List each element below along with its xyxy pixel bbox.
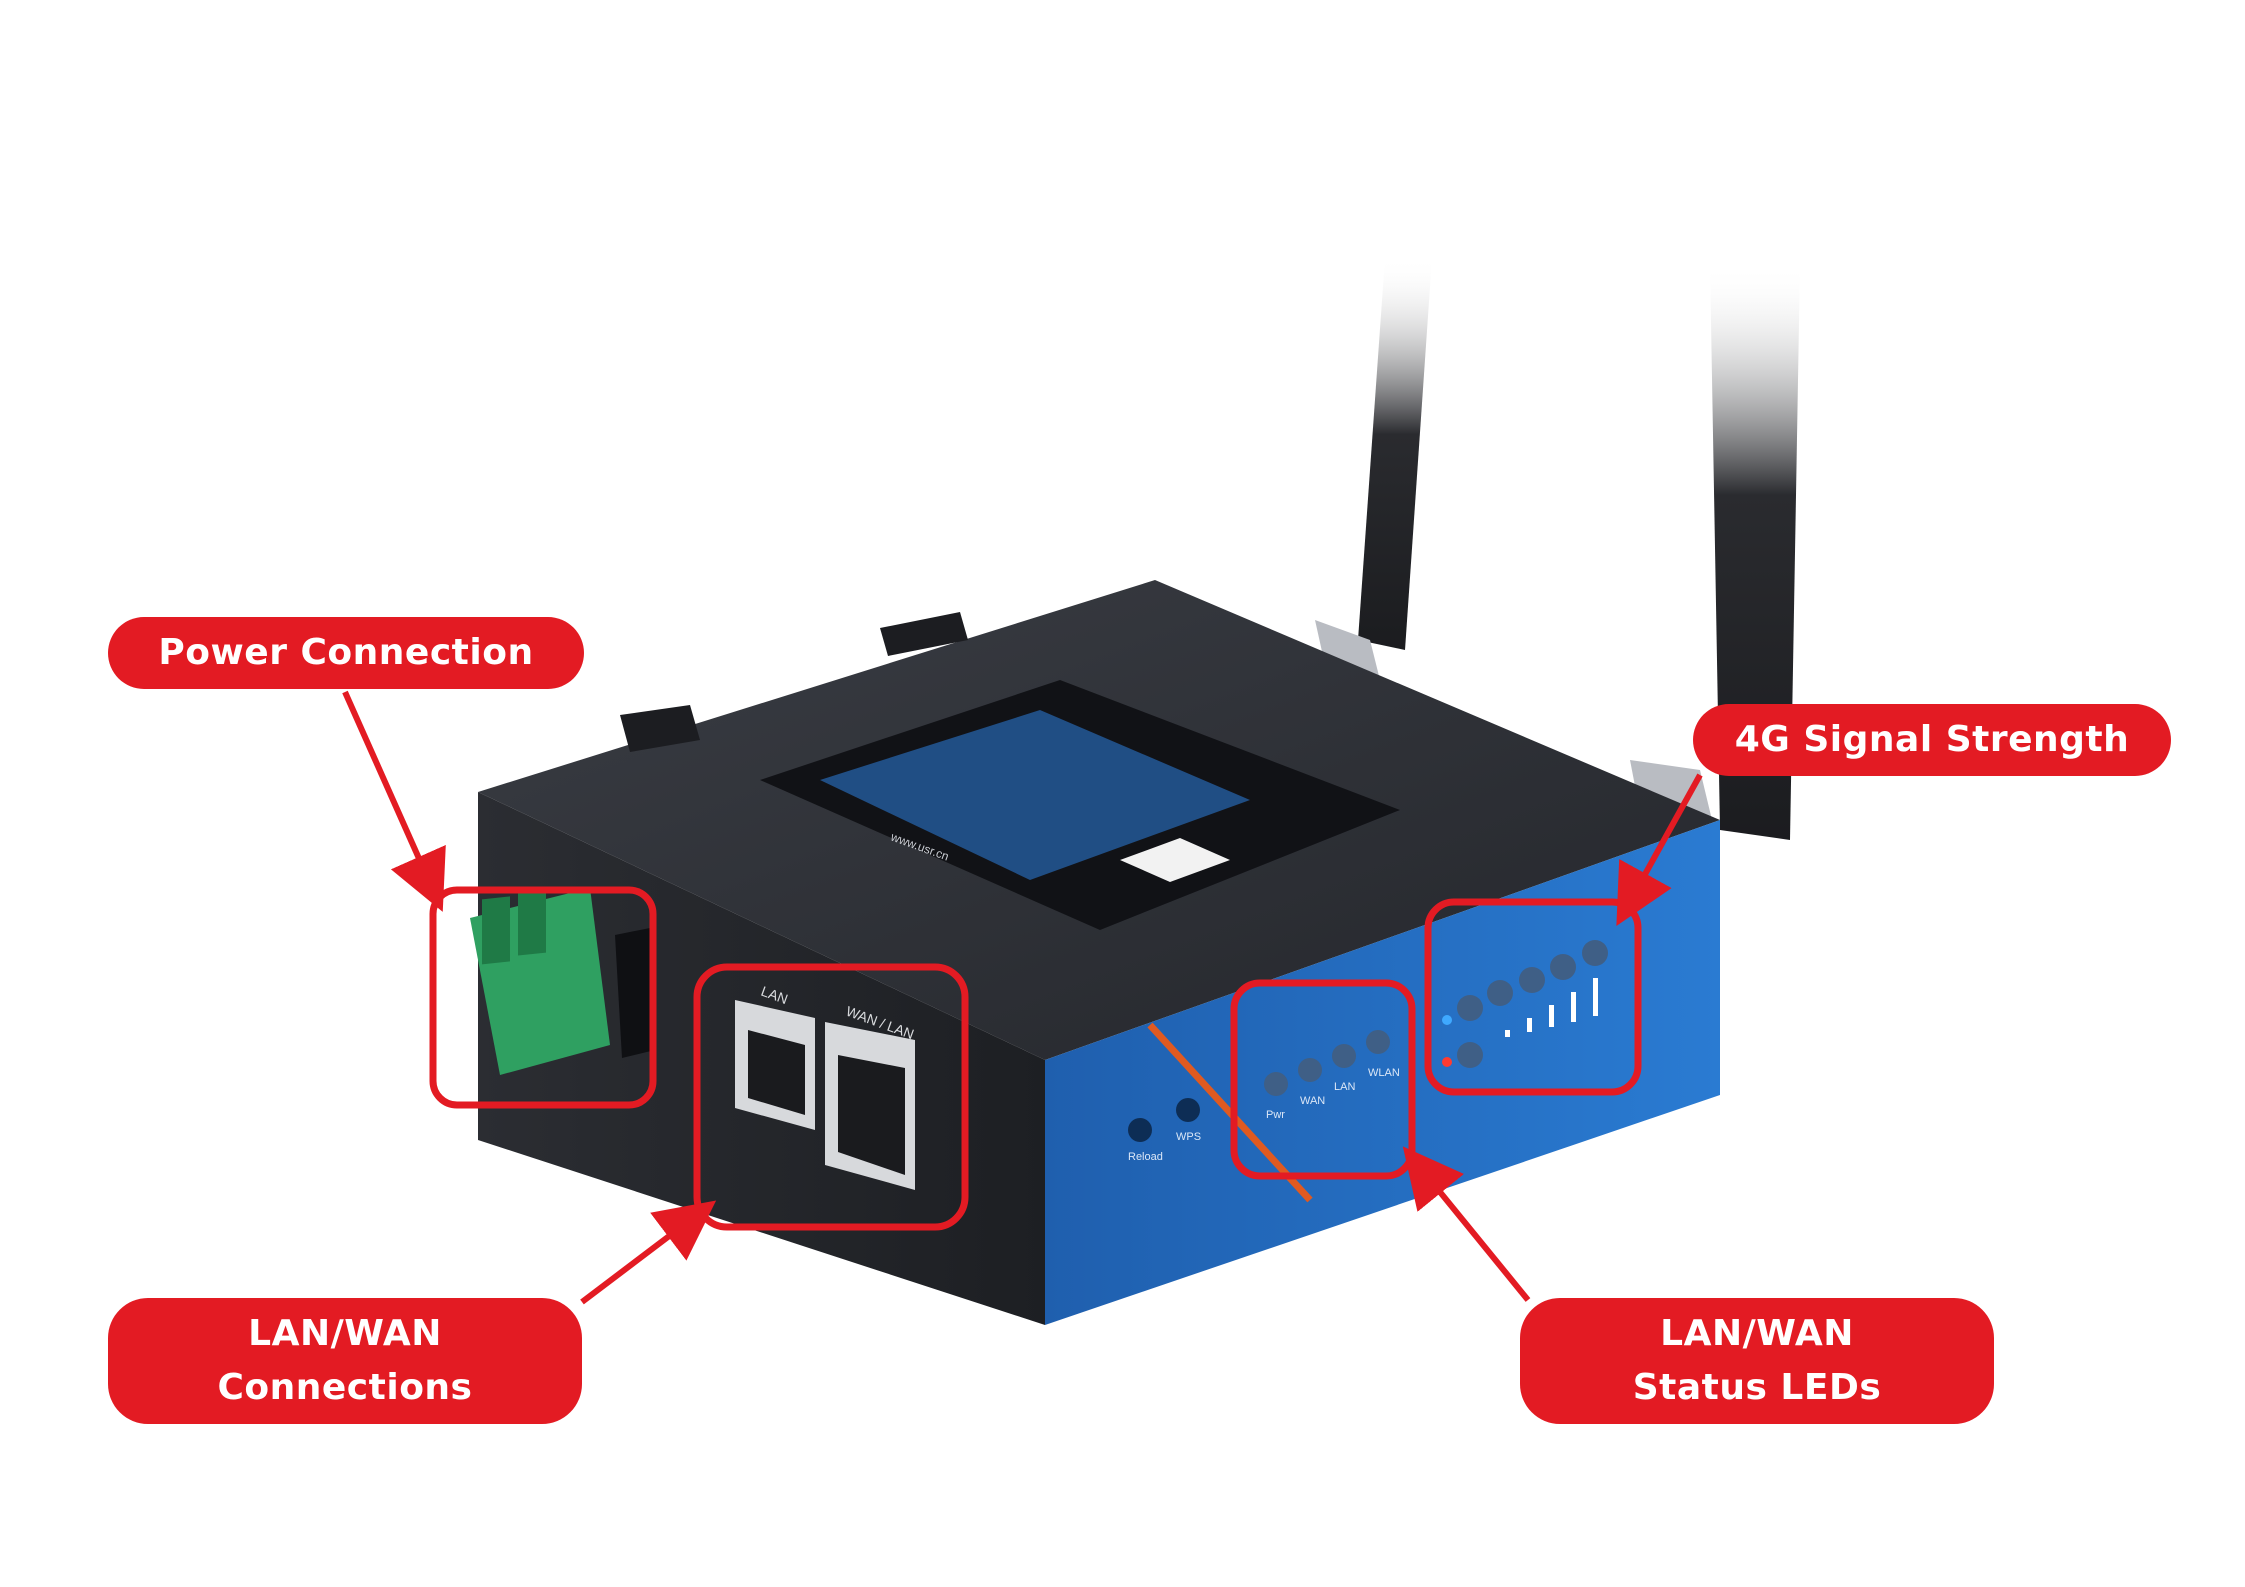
highlight-box-ports: [693, 963, 969, 1231]
highlight-box-status-leds: [1230, 979, 1416, 1180]
chassis-blue-face: [1045, 820, 1720, 1325]
led-label: WLAN: [1368, 1067, 1400, 1079]
status-led-group: [1264, 1030, 1390, 1096]
reload-button-hole: [1128, 1118, 1152, 1142]
callout-lanwan-line2: Connections: [217, 1367, 473, 1408]
led-label: LAN: [1334, 1081, 1355, 1093]
callout-power-connection: Power Connection: [108, 617, 584, 689]
callout-lan-wan-status-leds: LAN/WAN Status LEDs: [1520, 1298, 1994, 1424]
spec-label-sticker: [760, 680, 1400, 930]
arrow-power: [342, 690, 446, 912]
power-terminal-block: [470, 887, 655, 1075]
led-label: WAN: [1300, 1095, 1325, 1107]
callout-power-text: Power Connection: [158, 632, 534, 673]
signal-led-group: [1442, 940, 1608, 1068]
din-rail-clip: [620, 705, 700, 752]
callout-4g-signal-strength: 4G Signal Strength: [1693, 704, 2171, 776]
wps-button-hole: [1176, 1098, 1200, 1122]
callout-leds-line1: LAN/WAN: [1660, 1313, 1854, 1354]
button-label: Reload: [1128, 1151, 1163, 1163]
callout-signal-text: 4G Signal Strength: [1734, 719, 2130, 760]
button-label: WPS: [1176, 1131, 1201, 1143]
arrow-signal: [1616, 773, 1703, 926]
arrow-ports: [580, 1200, 717, 1305]
din-rail-clip: [880, 612, 968, 656]
highlight-box-power: [429, 886, 657, 1109]
callout-lan-wan-connections: LAN/WAN Connections: [108, 1298, 582, 1424]
callout-leds-line2: Status LEDs: [1632, 1367, 1882, 1408]
led-label: Pwr: [1266, 1109, 1285, 1121]
antenna-left: [1315, 258, 1432, 680]
callout-lanwan-line1: LAN/WAN: [248, 1313, 442, 1354]
ethernet-port-wan: [825, 1022, 915, 1190]
arrow-status-leds: [1402, 1146, 1531, 1302]
highlight-box-signal: [1424, 898, 1642, 1096]
ethernet-port-lan: [735, 1000, 815, 1130]
